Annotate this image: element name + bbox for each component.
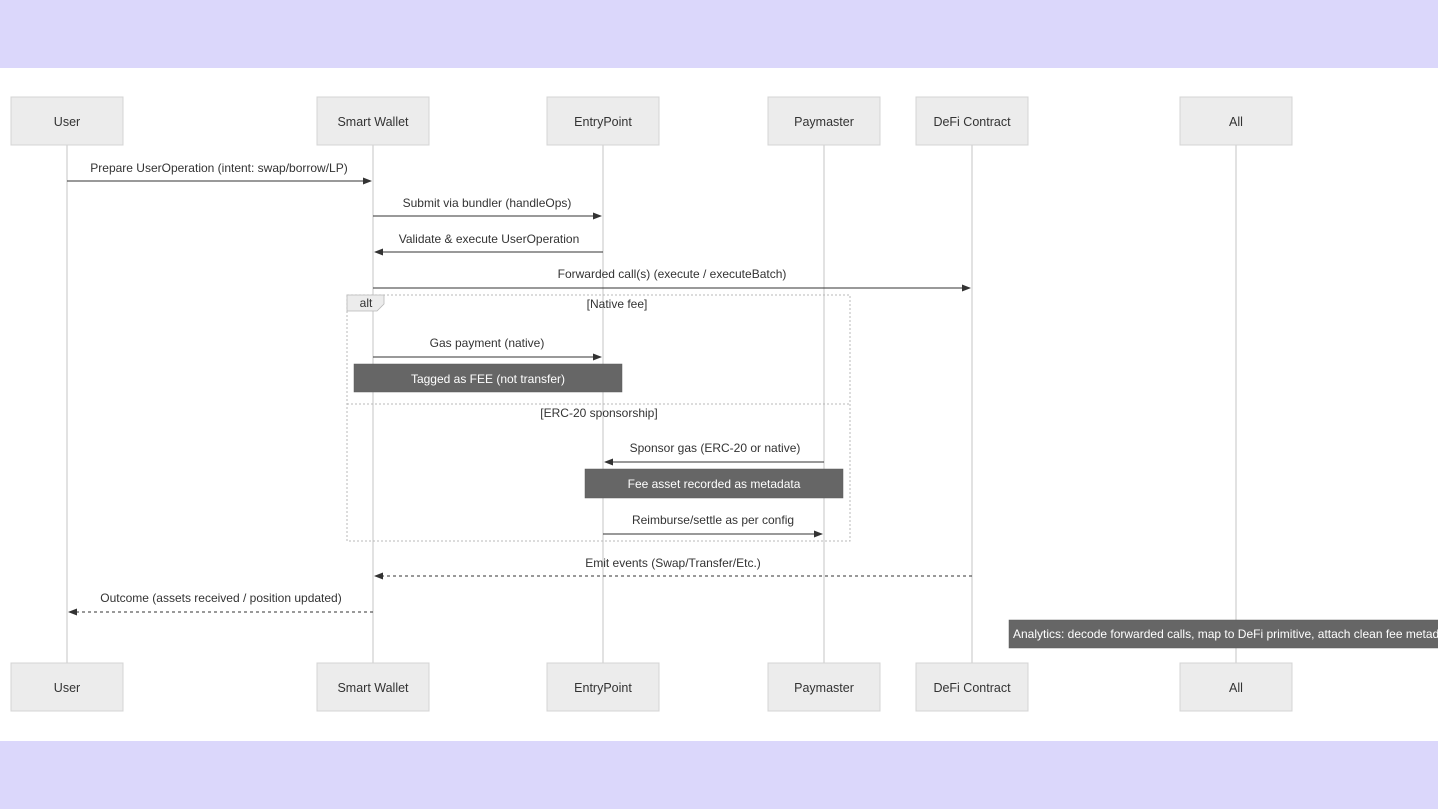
actor-label: All [1229,115,1243,129]
actor-box-bottom-paymaster[interactable]: Paymaster [767,662,881,712]
message-label: Emit events (Swap/Transfer/Etc.) [585,556,761,570]
message-label: Submit via bundler (handleOps) [403,196,572,210]
actor-label: DeFi Contract [933,115,1011,129]
bottom-band [0,741,1438,809]
message-label: Sponsor gas (ERC-20 or native) [630,441,801,455]
actor-label: EntryPoint [574,681,632,695]
actor-box-bottom-all[interactable]: All [1179,662,1293,712]
note-text: Fee asset recorded as metadata [628,477,801,491]
actor-label: User [54,681,80,695]
note-tagged-as-fee: Tagged as FEE (not transfer) [353,363,623,393]
note-fee-asset-metadata: Fee asset recorded as metadata [584,468,844,499]
sequence-diagram: User Smart Wallet EntryPoint Paymaster D… [0,68,1438,741]
actor-box-bottom-defi-contract[interactable]: DeFi Contract [915,662,1029,712]
message-label: Forwarded call(s) (execute / executeBatc… [558,267,787,281]
message-submit-bundler: Submit via bundler (handleOps) [373,196,602,220]
note-analytics: Analytics: decode forwarded calls, map t… [1008,619,1438,649]
actor-box-bottom-user[interactable]: User [10,662,124,712]
message-reimburse-settle: Reimburse/settle as per config [603,513,823,538]
actor-label: Smart Wallet [337,115,409,129]
message-sponsor-gas: Sponsor gas (ERC-20 or native) [604,441,824,466]
message-emit-events: Emit events (Swap/Transfer/Etc.) [374,556,972,580]
message-label: Reimburse/settle as per config [632,513,794,527]
message-label: Outcome (assets received / position upda… [100,591,341,605]
message-label: Validate & execute UserOperation [399,232,580,246]
actor-label: DeFi Contract [933,681,1011,695]
message-prepare-userop: Prepare UserOperation (intent: swap/borr… [67,161,372,185]
actor-box-top-paymaster[interactable]: Paymaster [767,96,881,146]
actor-box-top-entrypoint[interactable]: EntryPoint [546,96,660,146]
actor-box-top-smart-wallet[interactable]: Smart Wallet [316,96,430,146]
alt-keyword: alt [360,296,373,310]
actor-box-top-user[interactable]: User [10,96,124,146]
message-forwarded-calls: Forwarded call(s) (execute / executeBatc… [373,267,971,292]
actor-label: Paymaster [794,681,854,695]
alt-branch-native-fee: [Native fee] [587,297,648,311]
actor-label: Smart Wallet [337,681,409,695]
actor-box-top-all[interactable]: All [1179,96,1293,146]
note-text: Analytics: decode forwarded calls, map t… [1013,627,1438,641]
actor-label: EntryPoint [574,115,632,129]
alt-branch-erc20-sponsorship: [ERC-20 sponsorship] [540,406,657,420]
actor-label: User [54,115,80,129]
message-label: Gas payment (native) [430,336,545,350]
actor-box-top-defi-contract[interactable]: DeFi Contract [915,96,1029,146]
actor-label: All [1229,681,1243,695]
actor-label: Paymaster [794,115,854,129]
message-validate-execute: Validate & execute UserOperation [374,232,603,256]
actor-box-bottom-smart-wallet[interactable]: Smart Wallet [316,662,430,712]
message-label: Prepare UserOperation (intent: swap/borr… [90,161,347,175]
top-band [0,0,1438,68]
message-gas-payment: Gas payment (native) [373,336,602,361]
message-outcome: Outcome (assets received / position upda… [68,591,373,616]
note-text: Tagged as FEE (not transfer) [411,372,565,386]
alt-block: alt [Native fee] [ERC-20 sponsorship] [346,294,851,542]
actor-box-bottom-entrypoint[interactable]: EntryPoint [546,662,660,712]
